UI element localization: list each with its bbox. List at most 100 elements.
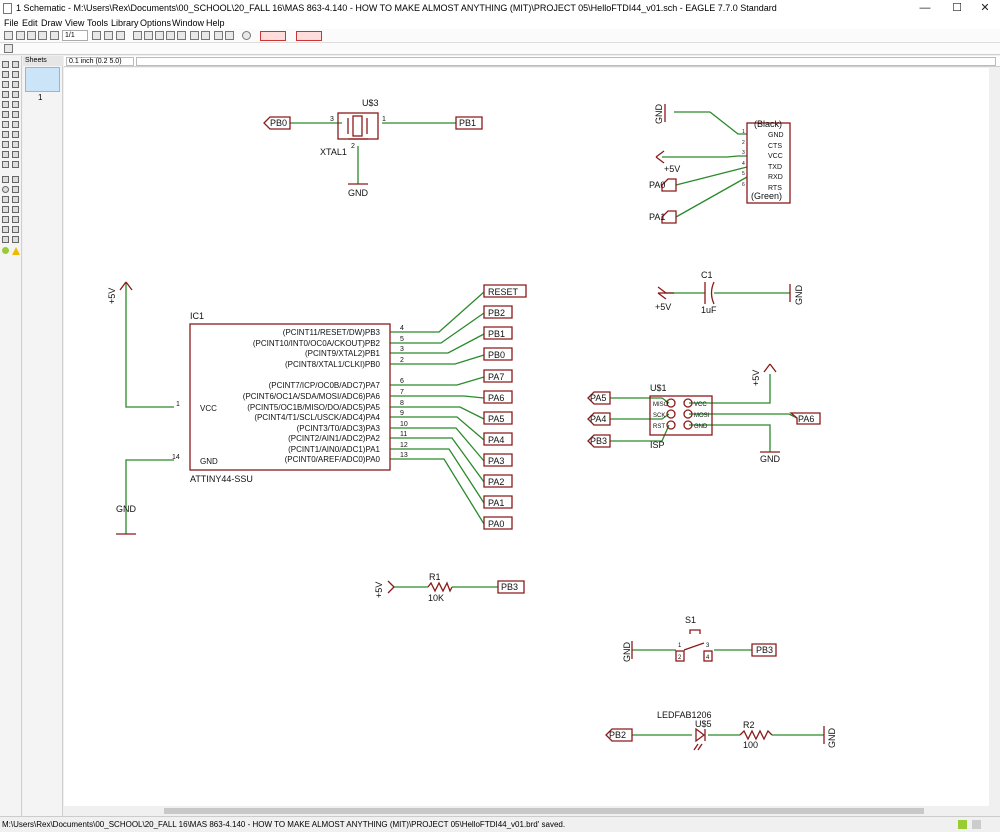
ic1-pin-number: 8 (400, 400, 404, 407)
help-icon[interactable] (242, 31, 251, 40)
parameter-toolbar (0, 43, 1000, 55)
ic1-pin-number: 7 (400, 389, 404, 396)
name-icon[interactable] (2, 141, 9, 148)
c1-name: C1 (701, 270, 713, 280)
sheet-select[interactable]: 1/1 (62, 30, 88, 41)
zoom-in-icon[interactable] (144, 31, 153, 40)
stop-icon[interactable] (214, 31, 223, 40)
go-icon[interactable] (225, 31, 234, 40)
menu-view[interactable]: View (65, 18, 85, 28)
maximize-button[interactable]: ☐ (952, 2, 962, 14)
command-line-input[interactable] (136, 57, 996, 66)
print-icon[interactable] (27, 31, 36, 40)
polygon-icon[interactable] (12, 196, 19, 203)
bus-icon[interactable] (2, 206, 9, 213)
group-icon[interactable] (2, 101, 9, 108)
c1-value: 1uF (701, 305, 717, 315)
wire-icon[interactable] (2, 176, 9, 183)
rect-icon[interactable] (2, 196, 9, 203)
ic1-net-label: PA5 (488, 414, 504, 424)
circle-icon[interactable] (2, 186, 9, 193)
smash-icon[interactable] (2, 151, 9, 158)
ic1-pin-label: (PCINT11/RESET/DW)PB3 (283, 328, 381, 337)
horizontal-scroll-thumb[interactable] (164, 808, 924, 814)
menu-window[interactable]: Window (172, 18, 205, 28)
warning-icon[interactable] (12, 247, 20, 255)
move-icon[interactable] (2, 81, 9, 88)
change-icon[interactable] (12, 101, 19, 108)
grid-icon[interactable] (116, 31, 125, 40)
gateswap-icon[interactable] (12, 131, 19, 138)
u3-value: XTAL1 (320, 147, 347, 157)
errors-icon[interactable] (12, 236, 19, 243)
open-icon[interactable] (4, 31, 13, 40)
redo-icon[interactable] (201, 31, 210, 40)
replace-icon[interactable] (2, 131, 9, 138)
junction-icon[interactable] (2, 216, 9, 223)
ic1-gnd: GND (116, 504, 137, 514)
zoom-out-icon[interactable] (155, 31, 164, 40)
schematic-canvas[interactable]: U$3 XTAL1 3 1 2 PB0 PB1 GND (Black) (Gre… (64, 68, 989, 806)
cam-icon[interactable] (38, 31, 47, 40)
isp-plus5: +5V (751, 370, 761, 386)
cloud-icon[interactable] (296, 31, 322, 41)
menu-edit[interactable]: Edit (22, 18, 38, 28)
run-icon[interactable] (104, 31, 113, 40)
delete-icon[interactable] (12, 111, 19, 118)
minimize-button[interactable]: — (919, 2, 931, 14)
attribute-icon[interactable] (2, 226, 9, 233)
u3-net-right: PB1 (459, 118, 476, 128)
text-icon[interactable] (12, 176, 19, 183)
ic1-pin-label: (PCINT3/T0/ADC3)PA3 (297, 424, 381, 433)
zoom-select-icon[interactable] (166, 31, 175, 40)
paste-icon[interactable] (2, 111, 9, 118)
menu-draw[interactable]: Draw (41, 18, 63, 28)
value-icon[interactable] (12, 141, 19, 148)
close-button[interactable]: ✕ (980, 2, 990, 14)
dimension-icon[interactable] (12, 226, 19, 233)
schematic-drawing: U$3 XTAL1 3 1 2 PB0 PB1 GND (Black) (Gre… (107, 98, 837, 751)
add-icon[interactable] (2, 121, 9, 128)
s1-net: PB3 (756, 645, 773, 655)
undo-icon[interactable] (190, 31, 199, 40)
copy-icon[interactable] (12, 81, 19, 88)
info-icon[interactable] (2, 61, 9, 68)
save-icon[interactable] (16, 31, 25, 40)
mark-icon[interactable] (12, 71, 19, 78)
ic1-pin-label: (PCINT5/OC1B/MISO/DO/ADC5)PA5 (247, 403, 380, 412)
menu-options[interactable]: Options (140, 18, 172, 28)
miter-icon[interactable] (12, 151, 19, 158)
rotate-icon[interactable] (12, 91, 19, 98)
menu-file[interactable]: File (4, 18, 19, 28)
mirror-icon[interactable] (2, 91, 9, 98)
u3-pin-bottom: 2 (351, 143, 355, 150)
arc-icon[interactable] (12, 186, 19, 193)
show-icon[interactable] (12, 61, 19, 68)
vertical-scrollbar[interactable] (989, 68, 1000, 806)
display-icon[interactable] (2, 71, 9, 78)
design-link-icon[interactable] (260, 31, 286, 41)
sheet-thumbnail[interactable] (25, 67, 60, 92)
coordinate-bar: 0.1 inch (0.2 5.0) (64, 56, 1000, 67)
zoom-fit-icon[interactable] (133, 31, 142, 40)
led-net: PB2 (609, 730, 626, 740)
status-ok-icon (958, 820, 967, 829)
menu-tools[interactable]: Tools (87, 18, 109, 28)
invoke-icon[interactable] (12, 161, 19, 168)
menu-library[interactable]: Library (111, 18, 139, 28)
redraw-icon[interactable] (177, 31, 186, 40)
erc-icon[interactable] (2, 236, 9, 243)
horizontal-scrollbar[interactable] (64, 806, 989, 816)
pinswap-icon[interactable] (12, 121, 19, 128)
menu-help[interactable]: Help (206, 18, 225, 28)
label-icon[interactable] (12, 216, 19, 223)
split-icon[interactable] (2, 161, 9, 168)
board-icon[interactable] (50, 31, 59, 40)
ftdi-pin-num-2: 2 (742, 140, 745, 146)
script-icon[interactable] (92, 31, 101, 40)
net-icon[interactable] (12, 206, 19, 213)
layer-grid-icon[interactable] (4, 44, 13, 53)
ic1-pin-label: (PCINT9/XTAL2)PB1 (305, 349, 381, 358)
ftdi-pin-vcc: VCC (768, 153, 783, 160)
ok-icon[interactable] (2, 247, 9, 254)
